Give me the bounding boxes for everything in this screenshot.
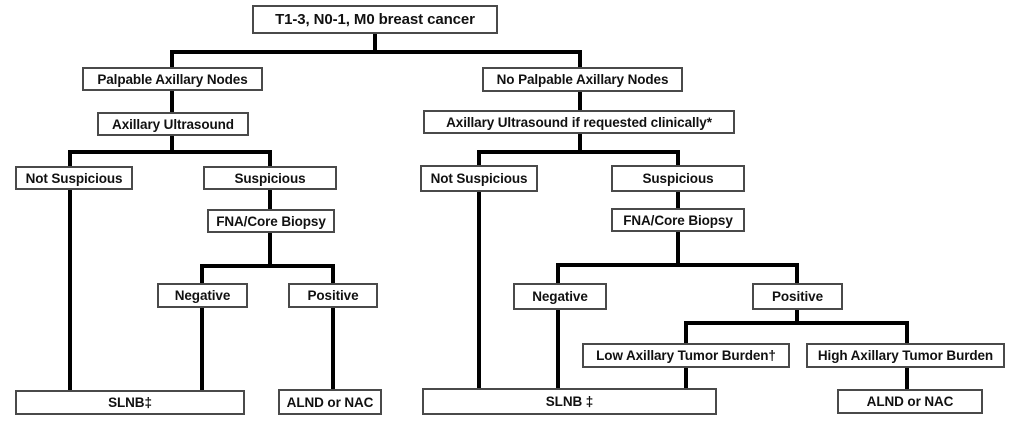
connector-line — [68, 150, 72, 167]
connector-line — [578, 134, 582, 154]
node-palpable-axillary-nodes: Palpable Axillary Nodes — [82, 67, 263, 91]
node-negative-left: Negative — [157, 283, 248, 308]
connector-line — [578, 50, 582, 68]
connector-line — [331, 308, 335, 389]
node-slnb-left: SLNB‡ — [15, 390, 245, 415]
node-axillary-ultrasound-left: Axillary Ultrasound — [97, 112, 249, 136]
node-positive-right: Positive — [752, 283, 843, 310]
connector-line — [684, 321, 909, 325]
connector-line — [268, 233, 272, 268]
connector-line — [68, 190, 72, 390]
connector-line — [556, 263, 560, 284]
connector-line — [795, 263, 799, 284]
node-alnd-or-nac-left: ALND or NAC — [278, 389, 382, 415]
connector-line — [170, 50, 174, 68]
node-not-suspicious-right: Not Suspicious — [420, 165, 538, 192]
connector-line — [477, 150, 481, 166]
connector-line — [170, 135, 174, 154]
connector-line — [795, 310, 799, 323]
node-fna-core-biopsy-left: FNA/Core Biopsy — [207, 209, 335, 233]
connector-line — [170, 50, 582, 54]
node-no-palpable-axillary-nodes: No Palpable Axillary Nodes — [482, 67, 683, 92]
connector-line — [200, 264, 204, 284]
node-high-axillary-tumor-burden: High Axillary Tumor Burden — [806, 343, 1005, 368]
connector-line — [200, 308, 204, 390]
connector-line — [556, 263, 799, 267]
connector-line — [477, 192, 481, 388]
connector-line — [268, 150, 272, 167]
connector-line — [676, 192, 680, 209]
node-low-axillary-tumor-burden: Low Axillary Tumor Burden† — [582, 343, 790, 368]
connector-line — [68, 150, 272, 154]
node-suspicious-left: Suspicious — [203, 166, 337, 190]
node-positive-left: Positive — [288, 283, 378, 308]
connector-line — [556, 310, 560, 388]
connector-line — [268, 190, 272, 210]
connector-line — [331, 264, 335, 284]
connector-line — [373, 34, 377, 54]
connector-line — [676, 150, 680, 166]
node-alnd-or-nac-right: ALND or NAC — [837, 389, 983, 414]
node-negative-right: Negative — [513, 283, 607, 310]
connector-line — [200, 264, 335, 268]
connector-line — [905, 321, 909, 344]
node-root: T1-3, N0-1, M0 breast cancer — [252, 5, 498, 34]
connector-line — [477, 150, 680, 154]
node-fna-core-biopsy-right: FNA/Core Biopsy — [611, 208, 745, 232]
node-not-suspicious-left: Not Suspicious — [15, 166, 133, 190]
node-slnb-right: SLNB ‡ — [422, 388, 717, 415]
connector-line — [684, 368, 688, 389]
connector-line — [578, 92, 582, 111]
connector-line — [684, 321, 688, 344]
connector-line — [676, 232, 680, 267]
connector-line — [170, 90, 174, 113]
node-suspicious-right: Suspicious — [611, 165, 745, 192]
connector-line — [905, 368, 909, 390]
node-axillary-ultrasound-right: Axillary Ultrasound if requested clinica… — [423, 110, 735, 134]
